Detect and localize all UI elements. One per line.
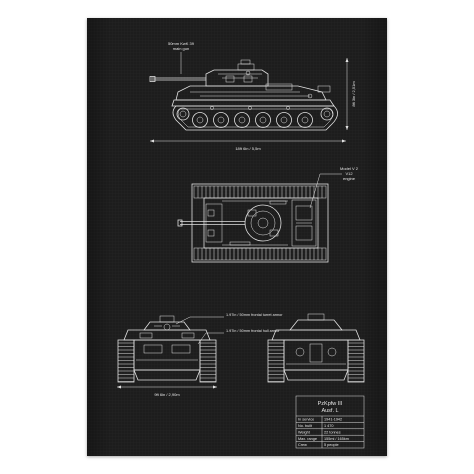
rear-view-tank [267,313,365,383]
width-label: 9ft 6in / 2,90m [154,392,180,397]
engine-label-line3: engine [343,176,356,181]
spec-table [295,395,365,449]
gun-label-line1: 50mm KwK 39 [168,41,195,46]
width-dimension [117,385,217,389]
gun-label-line2: main gun [173,46,189,51]
blueprint-poster [87,18,387,456]
row-key-3: Max. range [298,437,317,441]
turret-armor-label: 1.97in / 50mm frontal turret armor [226,313,283,317]
table-subtitle: Ausf. L [321,408,338,414]
hull-armor-label: 1.97in / 50mm frontal hull armor [226,329,280,333]
row-key-4: Crew [298,443,307,447]
length-label: 18ft 6in / 5,5m [235,146,261,151]
row-value-3: 155mi / 165km [324,437,349,441]
row-value-0: 1941-1942 [324,418,342,422]
row-value-2: 22 tonnes [324,430,341,434]
height-dimension [345,58,349,130]
table-title: PzKpfw III [318,401,343,407]
engine-label-line1: Model V 2 [340,166,359,171]
length-dimension [150,139,346,143]
row-key-2: Weight [298,430,311,434]
row-key-0: In service [298,418,314,422]
row-value-4: 5 people [324,443,339,447]
engine-label-line2: V12 [345,171,353,176]
top-view-tank [177,183,329,263]
height-label: 8ft 3in / 2,51m [351,81,356,107]
side-view-tank [149,59,338,131]
front-view-tank [117,315,217,383]
row-key-1: No. built [298,424,313,428]
row-value-1: 1 470 [324,424,334,428]
